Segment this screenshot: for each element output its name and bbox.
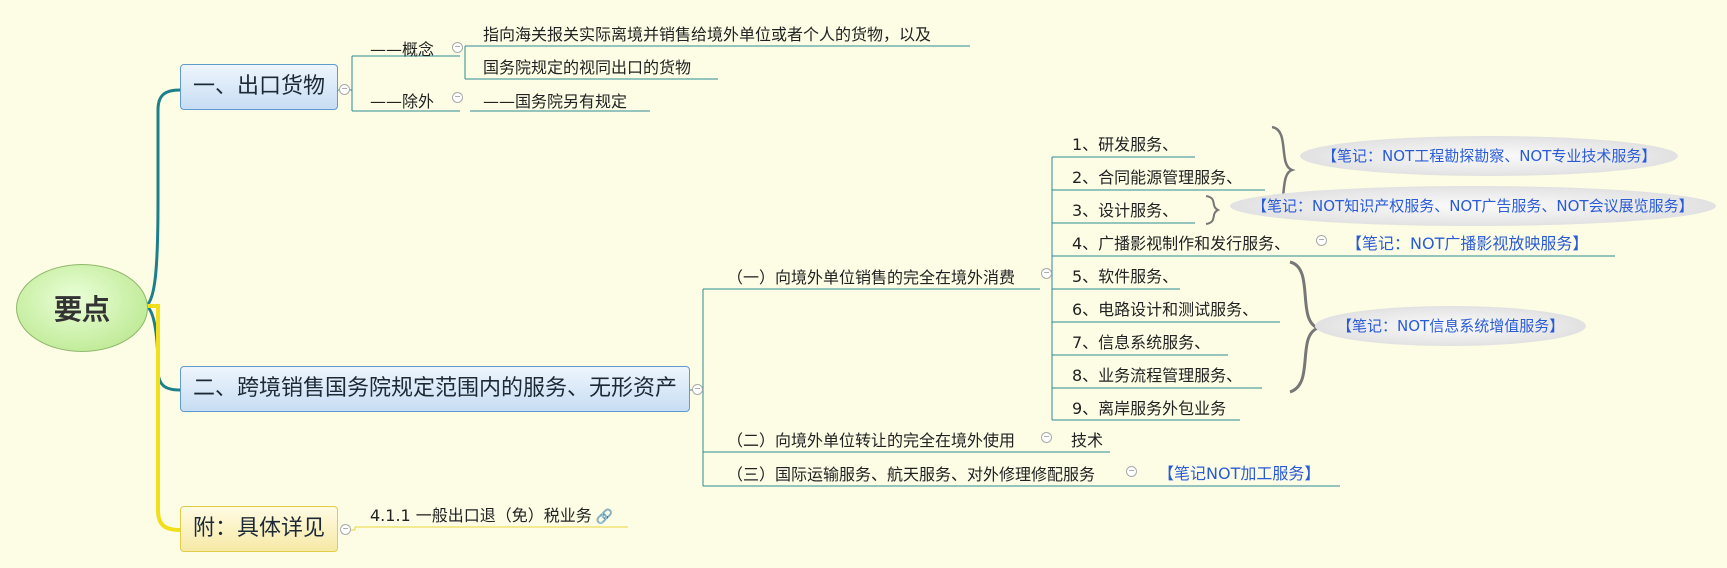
list-item[interactable]: 6、电路设计和测试服务、 — [1072, 296, 1258, 320]
sub-consumed-abroad[interactable]: （一）向境外单位销售的完全在境外消费 — [727, 264, 1015, 288]
note-text: 【笔记：NOT知识产权服务、NOT广告服务、NOT会议展览服务】 — [1252, 197, 1694, 215]
exception-child[interactable]: ——国务院另有规定 — [483, 88, 627, 112]
branch-export-goods-label: 一、出口货物 — [193, 74, 326, 99]
collapse-toggle-icon[interactable]: − — [452, 42, 463, 53]
link-icon[interactable]: 🔗 — [595, 509, 614, 525]
collapse-toggle-icon[interactable]: − — [1041, 432, 1052, 443]
collapse-toggle-icon[interactable]: − — [339, 84, 350, 95]
exception-node[interactable]: ——除外 — [370, 88, 434, 112]
list-item-text: 4、广播影视制作和发行服务、 — [1072, 234, 1291, 253]
exception-label: ——除外 — [370, 92, 435, 111]
details-link-text: 4.1.1 一般出口退（免）税业务 — [370, 506, 592, 525]
exception-child-text: ——国务院另有规定 — [483, 92, 628, 111]
concept-definition-line2: 国务院规定的视同出口的货物 — [483, 54, 691, 78]
note-callout[interactable]: 【笔记：NOT工程勘探勘察、NOT专业技术服务】 — [1300, 136, 1679, 176]
list-item-text: 5、软件服务、 — [1072, 267, 1179, 286]
sub-consumed-abroad-label: （一）向境外单位销售的完全在境外消费 — [727, 268, 1016, 287]
list-item[interactable]: 2、合同能源管理服务、 — [1072, 164, 1242, 188]
list-item-text: 9、离岸服务外包业务 — [1072, 399, 1227, 418]
branch-export-goods[interactable]: 一、出口货物 — [180, 64, 339, 110]
collapse-toggle-icon[interactable]: − — [1041, 268, 1052, 279]
branch-details-label: 附：具体详见 — [193, 516, 326, 541]
list-item[interactable]: 3、设计服务、 — [1072, 197, 1178, 221]
note-callout[interactable]: 【笔记：NOT信息系统增值服务】 — [1315, 306, 1587, 346]
list-item-text: 6、电路设计和测试服务、 — [1072, 300, 1259, 319]
collapse-toggle-icon[interactable]: − — [340, 524, 351, 535]
concept-line2-text: 国务院规定的视同出口的货物 — [483, 58, 692, 77]
list-item[interactable]: 7、信息系统服务、 — [1072, 329, 1210, 353]
concept-definition-line1: 指向海关报关实际离境并销售给境外单位或者个人的货物，以及 — [483, 21, 931, 45]
list-item-text: 1、研发服务、 — [1072, 135, 1179, 154]
branch-cross-border-services[interactable]: 二、跨境销售国务院规定范围内的服务、无形资产 — [180, 366, 691, 412]
sub-used-abroad-label: （二）向境外单位转让的完全在境外使用 — [727, 431, 1016, 450]
details-link-node[interactable]: 4.1.1 一般出口退（免）税业务🔗 — [370, 502, 613, 526]
list-item[interactable]: 4、广播影视制作和发行服务、 — [1072, 230, 1290, 254]
concept-label: ——概念 — [370, 40, 435, 59]
list-item-text: 2、合同能源管理服务、 — [1072, 168, 1243, 187]
sub-international-services[interactable]: （三）国际运输服务、航天服务、对外修理修配服务 — [727, 461, 1095, 485]
list-item[interactable]: 1、研发服务、 — [1072, 131, 1178, 155]
collapse-toggle-icon[interactable]: − — [452, 92, 463, 103]
collapse-toggle-icon[interactable]: − — [1126, 466, 1137, 477]
branch-cross-border-label: 二、跨境销售国务院规定范围内的服务、无形资产 — [193, 376, 678, 401]
branch-details[interactable]: 附：具体详见 — [180, 506, 339, 552]
list-item[interactable]: 5、软件服务、 — [1072, 263, 1178, 287]
sub-used-abroad[interactable]: （二）向境外单位转让的完全在境外使用 — [727, 427, 1015, 451]
note-text: 【笔记：NOT信息系统增值服务】 — [1337, 317, 1565, 335]
sub-international-services-label: （三）国际运输服务、航天服务、对外修理修配服务 — [727, 465, 1096, 484]
collapse-toggle-icon[interactable]: − — [692, 384, 703, 395]
technology-node[interactable]: 技术 — [1071, 427, 1103, 451]
list-item[interactable]: 8、业务流程管理服务、 — [1072, 362, 1242, 386]
note-text: 【笔记：NOT广播影视放映服务】 — [1346, 234, 1589, 253]
note-callout[interactable]: 【笔记：NOT知识产权服务、NOT广告服务、NOT会议展览服务】 — [1230, 186, 1716, 226]
note-callout[interactable]: 【笔记NOT加工服务】 — [1158, 460, 1320, 484]
root-node[interactable]: 要点 — [16, 264, 148, 352]
list-item-text: 7、信息系统服务、 — [1072, 333, 1211, 352]
note-text: 【笔记NOT加工服务】 — [1158, 464, 1321, 483]
list-item-text: 8、业务流程管理服务、 — [1072, 366, 1243, 385]
root-label: 要点 — [53, 293, 110, 326]
list-item[interactable]: 9、离岸服务外包业务 — [1072, 395, 1226, 419]
collapse-toggle-icon[interactable]: − — [1316, 235, 1327, 246]
concept-node[interactable]: ——概念 — [370, 36, 434, 60]
note-callout[interactable]: 【笔记：NOT广播影视放映服务】 — [1346, 230, 1588, 254]
technology-label: 技术 — [1071, 431, 1104, 450]
concept-line1-text: 指向海关报关实际离境并销售给境外单位或者个人的货物，以及 — [483, 25, 932, 44]
note-text: 【笔记：NOT工程勘探勘察、NOT专业技术服务】 — [1322, 147, 1657, 165]
list-item-text: 3、设计服务、 — [1072, 201, 1179, 220]
